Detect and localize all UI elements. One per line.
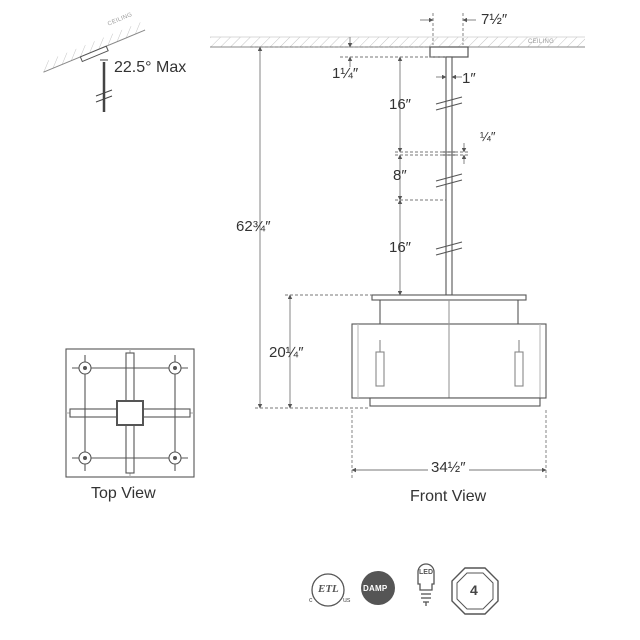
etl-us-text: us [343, 597, 351, 604]
fixture-front [351, 294, 547, 407]
stem-1-dimension: 16″ [389, 96, 411, 113]
stem [435, 56, 463, 296]
canopy-height-dimension: 1¼″ [332, 65, 359, 82]
sloped-ceiling-detail [39, 21, 146, 112]
ceiling-label: CEILING [528, 39, 555, 45]
top-view-caption: Top View [91, 485, 156, 502]
damp-rated-icon [361, 571, 395, 605]
stem-gap-dimension: ¼″ [480, 129, 496, 144]
canopy [429, 46, 469, 58]
led-text: LED [419, 569, 433, 576]
top-view-drawing [65, 348, 195, 478]
shade-height-dimension: 20¼″ [269, 344, 304, 361]
front-view-caption: Front View [410, 488, 487, 505]
led-bulb-icon [417, 563, 435, 606]
canopy-width-dimension: 7½″ [481, 11, 508, 28]
stem-diameter-dimension: 1″ [462, 70, 476, 87]
width-dimension: 34½″ [428, 460, 469, 475]
bulb-count-text: 4 [470, 582, 478, 598]
etl-listed-icon [311, 573, 345, 607]
dimension-lines [250, 13, 547, 478]
bulb-count-icon [451, 567, 499, 615]
overall-height-dimension: 62¾″ [236, 218, 271, 235]
damp-text: DAMP [363, 584, 388, 593]
etl-c-text: c [309, 597, 313, 604]
slope-angle-label: 22.5° Max [114, 59, 187, 76]
stem-3-dimension: 16″ [389, 239, 411, 256]
stem-2-dimension: 8″ [393, 167, 407, 184]
etl-mark-text: ETL [318, 583, 339, 595]
